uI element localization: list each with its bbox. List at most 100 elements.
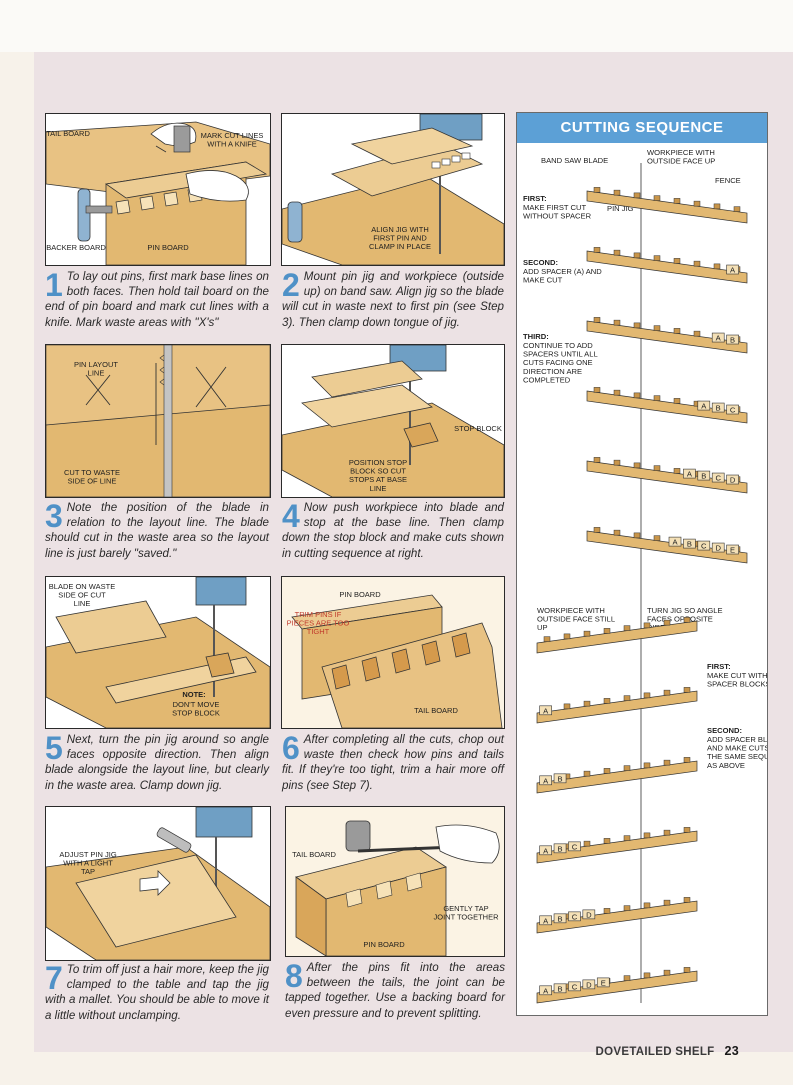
jig-body (536, 620, 698, 654)
spacer-block (553, 843, 567, 854)
spacer-block (697, 400, 711, 411)
jig-body (586, 320, 748, 354)
spacer-block (726, 544, 739, 555)
spacer-label: A (543, 986, 549, 995)
jig-tooth (613, 249, 621, 256)
jig-tooth (623, 835, 631, 841)
jig-tooth (643, 902, 651, 909)
spacer-label: D (715, 544, 721, 553)
jig-tooth (623, 625, 631, 631)
jig-tooth (603, 908, 611, 914)
spacer-block (697, 540, 711, 551)
spacer-label: B (558, 844, 563, 853)
third-heading: THIRD: (523, 332, 549, 341)
spacer-label: D (730, 476, 736, 485)
spacer-block (726, 264, 739, 275)
jig-tooth (593, 527, 601, 533)
spacer-label: B (730, 336, 735, 345)
spacer-label: B (687, 540, 692, 549)
jig-tooth (603, 628, 611, 634)
sequence-jig: A (586, 247, 748, 284)
spacer-label: A (543, 776, 549, 785)
spacer-block (697, 470, 711, 481)
jig-tooth (593, 457, 601, 463)
jig-tooth (683, 897, 691, 903)
jig-tooth (683, 617, 691, 623)
spacer-label: A (716, 334, 722, 343)
jig-tooth (593, 187, 601, 193)
spacer-label: C (730, 406, 736, 415)
pin-board-8-label: PIN BOARD (363, 940, 405, 949)
jig-tooth (663, 619, 671, 626)
step-5-text: Next, turn the pin jig around so angle f… (45, 733, 269, 792)
jig-tooth (683, 757, 691, 763)
jig-tooth (613, 319, 621, 326)
jig-tooth (653, 465, 661, 471)
spacer-block (711, 542, 725, 553)
footer-title: DOVETAILED SHELF (595, 1046, 715, 1058)
jig-tooth (633, 322, 641, 329)
jig-tooth (583, 840, 591, 847)
second2-heading: SECOND: (707, 726, 742, 735)
jig-tooth (603, 838, 611, 844)
step-4-text: Now push workpiece into blade and stop a… (282, 501, 504, 560)
jig-tooth (633, 192, 641, 199)
spacer-block (582, 979, 596, 990)
jig-tooth (653, 255, 661, 261)
jig-tooth (693, 330, 701, 337)
second2-text: ADD SPACER BLOCKSAND MAKE CUTS INTHE SAM… (707, 735, 767, 770)
jig-tooth (623, 695, 631, 701)
jig-body (586, 190, 748, 224)
jig-tooth (663, 899, 671, 906)
jig-tooth (663, 829, 671, 836)
spacer-block (568, 981, 581, 992)
step-3-text: Note the position of the blade in relati… (45, 501, 269, 560)
step-2-text: Mount pin jig and workpiece (outside up)… (282, 270, 504, 329)
jig-tooth (643, 622, 651, 629)
band-saw-label: BAND SAW BLADE (541, 156, 608, 165)
step-4-number: 4 (282, 498, 300, 534)
spacer-label: B (558, 914, 563, 923)
jig-tooth (583, 700, 591, 707)
step-6-text: After completing all the cuts, chop out … (282, 733, 504, 792)
jig-body (536, 690, 698, 724)
jig-tooth (633, 462, 641, 469)
spacer-block (553, 983, 567, 994)
step-2-number: 2 (282, 267, 300, 303)
note-label: NOTE: (182, 690, 205, 699)
spacer-label: A (543, 706, 549, 715)
jig-body (536, 760, 698, 794)
page-number: 23 (724, 1044, 739, 1058)
spacer-block (668, 536, 682, 547)
cutting-sequence-title: CUTTING SEQUENCE (517, 113, 767, 143)
jig-tooth (643, 832, 651, 839)
first2-heading: FIRST: (707, 662, 731, 671)
jig-body (536, 970, 698, 1004)
jig-tooth (653, 395, 661, 401)
jig-tooth (673, 198, 681, 204)
jig-tooth (583, 630, 591, 637)
jig-body (536, 830, 698, 864)
spacer-label: D (586, 910, 592, 919)
jig-tooth (663, 759, 671, 766)
spacer-block (726, 334, 739, 345)
